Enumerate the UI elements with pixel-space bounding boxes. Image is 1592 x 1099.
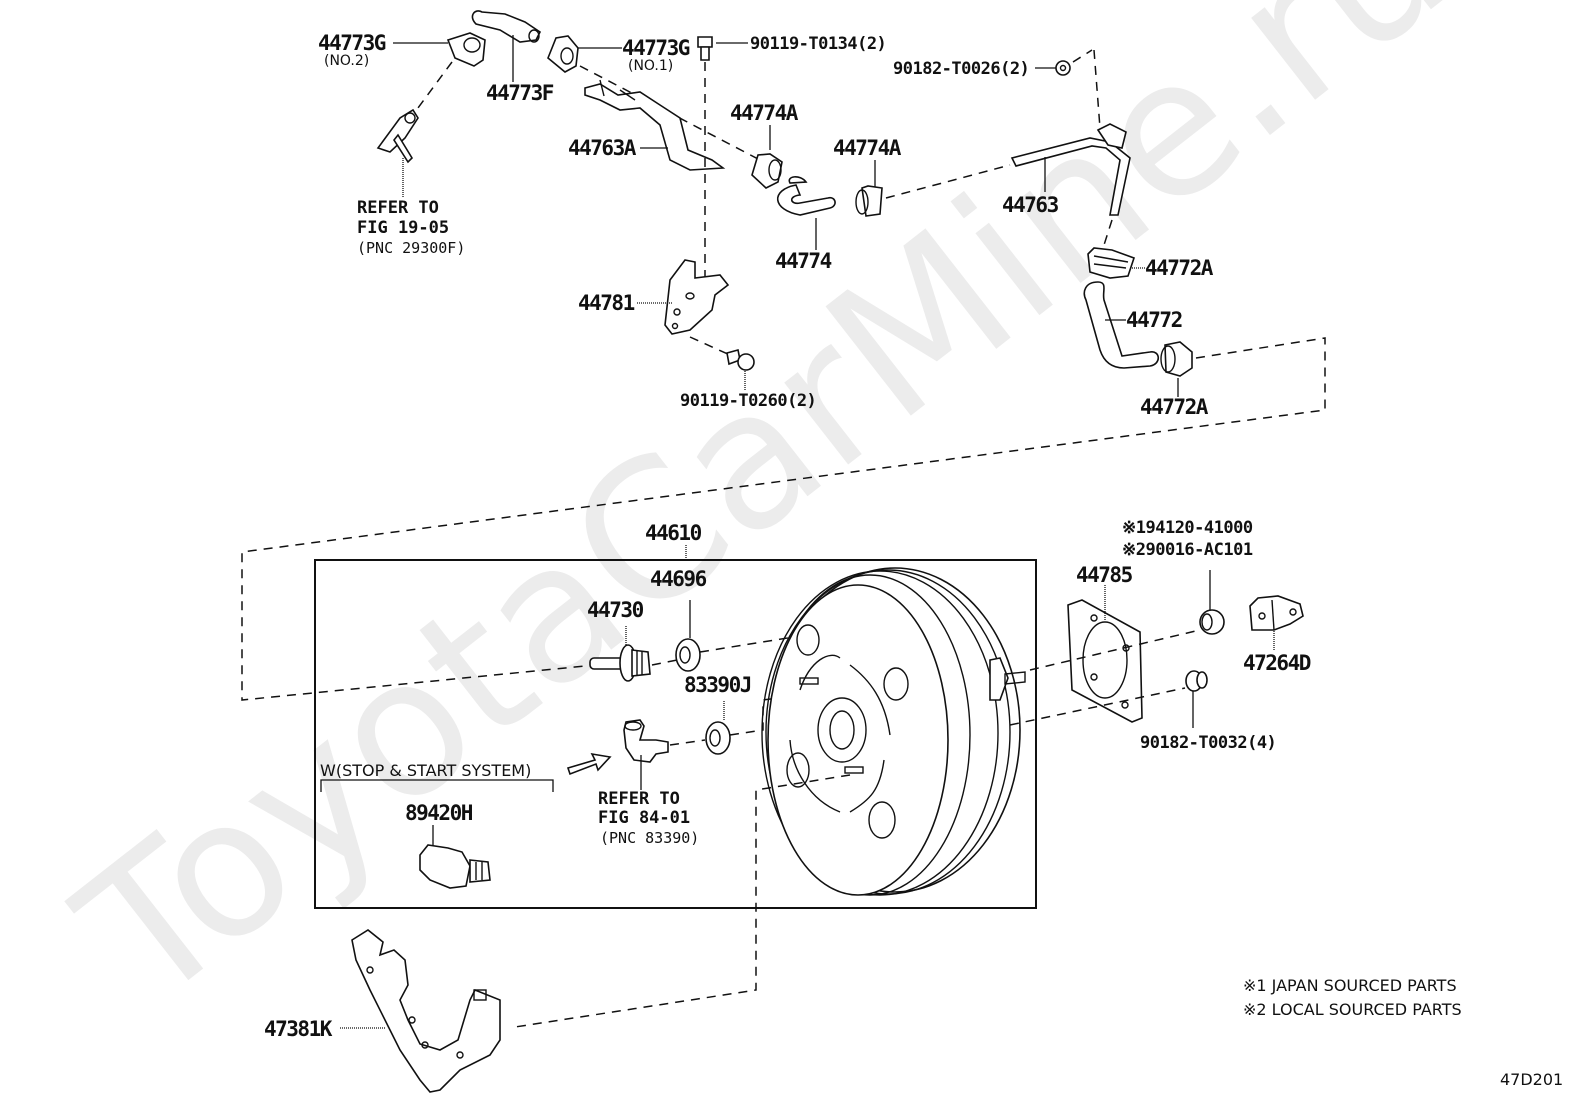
nut-94120-41000[interactable] [1199, 609, 1225, 635]
part-label-44785[interactable]: 44785 [1076, 563, 1134, 587]
clamp-44774a-2[interactable] [855, 185, 883, 217]
tube-44763[interactable] [1010, 123, 1131, 216]
nut-90182-t0032[interactable] [1185, 670, 1208, 692]
part-label-44772a-2[interactable]: 44772A [1140, 395, 1210, 419]
part-label-90119-t0134[interactable]: 90119-T0134(2) [750, 34, 887, 54]
part-label-44781[interactable]: 44781 [578, 291, 636, 315]
part-label-44774a-1[interactable]: 44774A [730, 101, 800, 125]
part-number-94120-41000: 94120-41000 [1145, 518, 1252, 538]
part-label-44773f[interactable]: 44773F [486, 81, 555, 105]
part-label-90119-t0260[interactable]: 90119-T0260(2) [680, 391, 817, 411]
part-label-44610[interactable]: 44610 [645, 521, 703, 545]
diagram-code: 47D201 [1500, 1070, 1563, 1089]
ref-fig84-line3: (PNC 83390) [600, 829, 699, 847]
part-label-44696[interactable]: 44696 [650, 567, 708, 591]
part-label-89420h[interactable]: 89420H [405, 801, 474, 825]
group-label-stop-start: W(STOP & START SYSTEM) [320, 761, 531, 780]
part-label-44773g-no1[interactable]: 44773G [622, 36, 691, 60]
legend-note-2: ※2 LOCAL SOURCED PARTS [1243, 1000, 1462, 1019]
part-label-47381k[interactable]: 47381K [264, 1017, 334, 1041]
part-label-90182-t0032[interactable]: 90182-T0032(4) [1140, 733, 1277, 753]
clamp-44773g-no1[interactable] [547, 35, 579, 73]
sensor-89420h[interactable] [419, 844, 491, 889]
check-valve-44730[interactable] [589, 644, 651, 682]
hose-44774[interactable] [776, 176, 836, 216]
hose-44772[interactable] [1083, 281, 1160, 369]
part-label-44774a-2[interactable]: 44774A [833, 136, 903, 160]
tube-44763a[interactable] [584, 79, 726, 171]
assembly-box-44610 [314, 559, 1037, 909]
clamp-44772a-2[interactable] [1160, 341, 1193, 377]
vacuum-sensor-part [623, 719, 669, 763]
bracket-47381k[interactable] [351, 929, 501, 1093]
legend-note-1: ※1 JAPAN SOURCED PARTS [1243, 976, 1457, 995]
nut-90182-t0026[interactable] [1055, 60, 1071, 76]
part-label-47264d[interactable]: 47264D [1243, 651, 1312, 675]
part-label-44773g-no2[interactable]: 44773G [318, 31, 387, 55]
part-sub-no2: (NO.2) [324, 53, 369, 69]
ref-fig84-line1: REFER TO [598, 789, 680, 809]
brake-booster-44610[interactable] [761, 567, 1026, 896]
ref-fig19-line3: (PNC 29300F) [357, 239, 465, 257]
part-label-90182-t0026[interactable]: 90182-T0026(2) [893, 59, 1030, 79]
part-label-44772[interactable]: 44772 [1126, 308, 1183, 332]
part-sub-no1: (NO.1) [628, 58, 673, 74]
part-label-44763[interactable]: 44763 [1002, 193, 1060, 217]
gasket-44785[interactable] [1067, 599, 1143, 723]
grommet-44696[interactable] [675, 638, 701, 672]
part-label-83390j[interactable]: 83390J [684, 673, 752, 697]
ref-fig19-line1: REFER TO [357, 198, 439, 218]
part-label-44772a-1[interactable]: 44772A [1145, 256, 1215, 280]
clamp-44773g-no2[interactable] [446, 32, 486, 67]
pin-47264d[interactable] [1249, 595, 1304, 631]
vapor-connector-part [376, 108, 419, 164]
clamp-44774a-1[interactable] [751, 153, 783, 189]
clamp-44772a-1[interactable] [1087, 247, 1136, 279]
arrow-icon [566, 752, 612, 776]
ref-fig19-line2[interactable]: FIG 19-05 [357, 218, 449, 238]
part-label-94120-41000[interactable]: ※194120-41000 [1122, 518, 1253, 538]
grommet-83390j[interactable] [705, 721, 731, 755]
ref-fig84-line2[interactable]: FIG 84-01 [598, 808, 690, 828]
bolt-90119-t0260[interactable] [726, 349, 755, 371]
part-label-44730[interactable]: 44730 [587, 598, 645, 622]
hose-44773f[interactable] [471, 10, 542, 43]
part-number-90016-ac101: 90016-AC101 [1145, 540, 1252, 560]
part-label-44763a[interactable]: 44763A [568, 136, 638, 160]
part-label-90016-ac101[interactable]: ※290016-AC101 [1122, 540, 1253, 560]
bracket-44781[interactable] [664, 259, 730, 335]
part-label-44774[interactable]: 44774 [775, 249, 833, 273]
mark-1: ※1 [1122, 518, 1146, 538]
bolt-90119-t0134[interactable] [697, 36, 713, 61]
mark-2: ※2 [1122, 540, 1145, 560]
